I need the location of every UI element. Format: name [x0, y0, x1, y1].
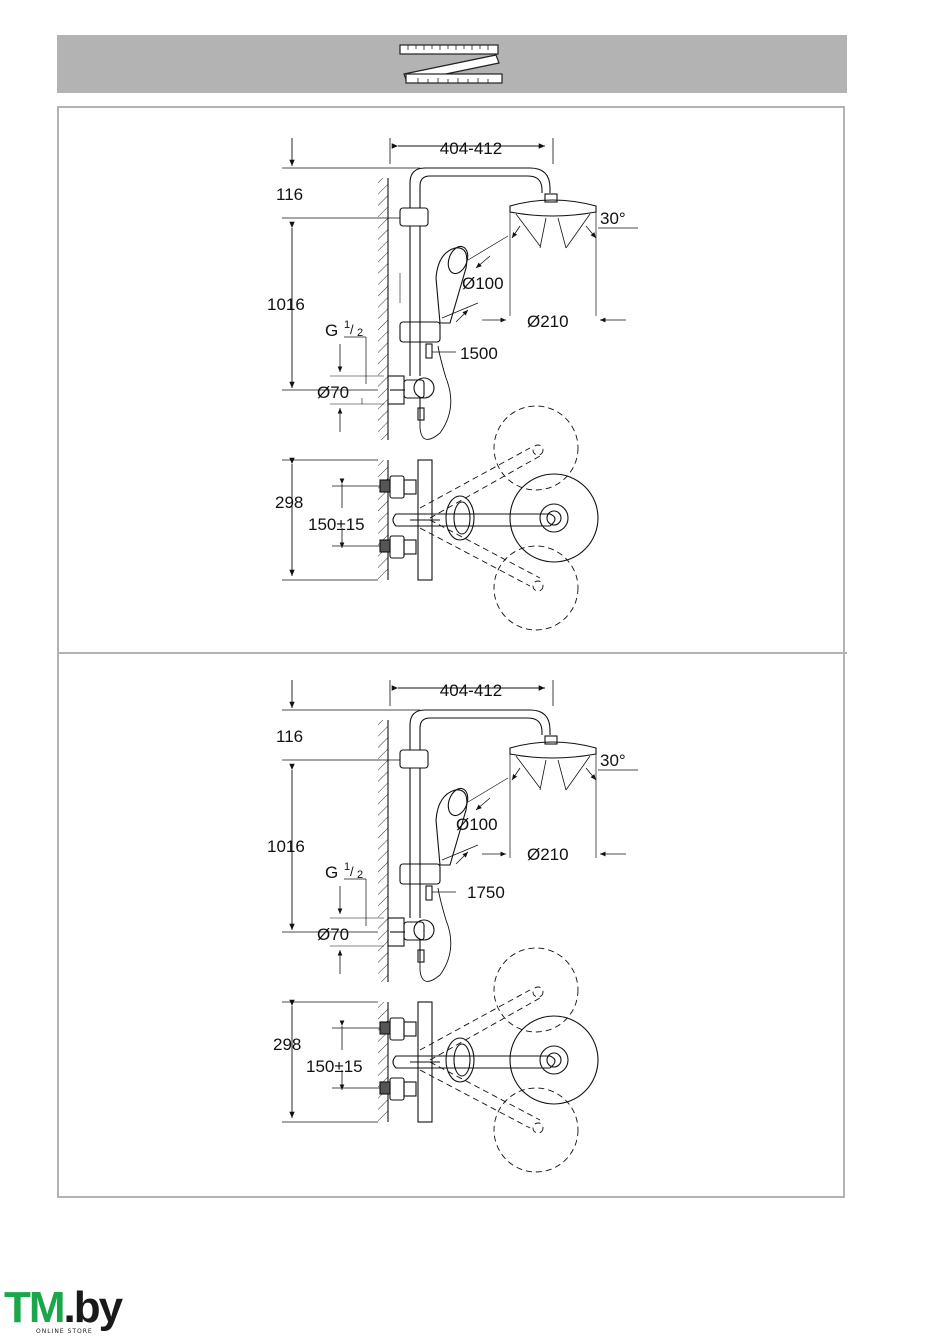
dim-head-diameter: Ø210	[527, 845, 569, 864]
dim-height: 1016	[267, 837, 305, 856]
logo-by: .by	[64, 1283, 122, 1332]
dim-thread-slash: /	[350, 322, 354, 337]
logo-tm: TM	[4, 1283, 64, 1332]
dim-hose-length: 1500	[460, 344, 498, 363]
logo-tagline: ONLINE STORE	[36, 1328, 93, 1335]
dim-thread-main: G	[325, 321, 338, 340]
dim-plan-depth: 298	[273, 1035, 301, 1054]
drawing-variant-1750: 404-412 116 1016 G 1 / 2 Ø70 Ø100 Ø210 3…	[0, 650, 950, 1190]
dim-wall-diameter: Ø70	[317, 925, 349, 944]
dim-thread-den: 2	[357, 869, 363, 881]
dim-top-offset: 116	[276, 727, 303, 746]
dim-connection-spacing: 150±15	[308, 515, 365, 534]
tm-by-logo[interactable]: TM.by ONLINE STORE	[4, 1286, 134, 1338]
dim-top-offset: 116	[276, 185, 303, 204]
dim-height: 1016	[267, 295, 305, 314]
dim-thread-main: G	[325, 863, 338, 882]
dim-overall-width: 404-412	[440, 681, 502, 700]
dim-wall-diameter: Ø70	[317, 383, 349, 402]
dim-angle: 30°	[600, 209, 626, 228]
dimension-labels: 404-412 116 1016 G 1 / 2 Ø70 Ø100 Ø210 3…	[267, 139, 626, 534]
dim-thread-den: 2	[357, 327, 363, 339]
dim-plan-depth: 298	[275, 493, 303, 512]
drawing-variant-1500: 404-412 116 1016 G 1 / 2 Ø70 Ø100 Ø210 3…	[0, 108, 950, 648]
dim-angle: 30°	[600, 751, 626, 770]
dim-connection-spacing: 150±15	[306, 1057, 363, 1076]
dim-hand-diameter: Ø100	[456, 815, 498, 834]
dim-hand-diameter: Ø100	[462, 274, 504, 293]
dim-hose-length: 1750	[467, 883, 505, 902]
folding-ruler-icon	[398, 41, 504, 87]
dim-thread-slash: /	[350, 864, 354, 879]
dimension-labels: 404-412 116 1016 G 1 / 2 Ø70 Ø100 Ø210 3…	[267, 681, 626, 1076]
dim-head-diameter: Ø210	[527, 312, 569, 331]
dim-overall-width: 404-412	[440, 139, 502, 158]
